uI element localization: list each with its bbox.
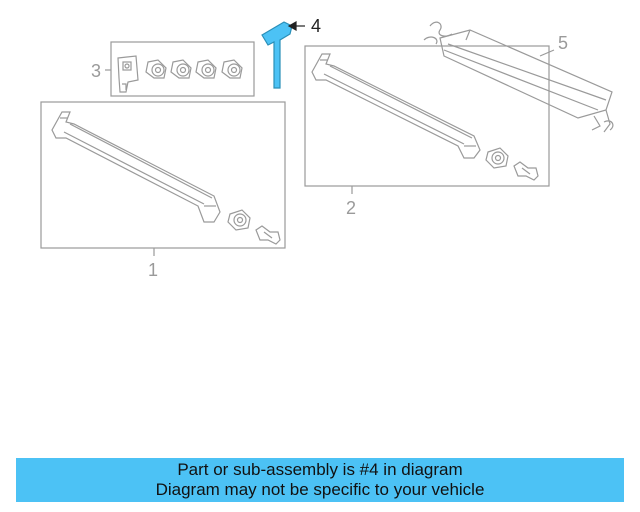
- callout-5: 5: [558, 33, 568, 53]
- part-1-crossbar: [51, 111, 221, 223]
- callout-5-leader: [539, 49, 555, 57]
- part-5-cargo-cover: [423, 21, 614, 133]
- part-1-lock-cylinder: [227, 209, 251, 231]
- part-2-lock-cylinder: [485, 147, 509, 169]
- part-2-crossbar: [311, 53, 481, 159]
- callout-1: 1: [148, 260, 158, 280]
- part-2-box: [304, 45, 550, 187]
- part-1-key: [255, 225, 281, 245]
- callout-2: 2: [346, 198, 356, 218]
- part-3-lock-housing: [117, 55, 139, 93]
- part-3-box: [110, 41, 255, 97]
- part-3-lock-cylinders: [145, 59, 243, 79]
- callout-3: 3: [91, 61, 101, 81]
- callout-4-arrowhead: [287, 20, 297, 32]
- part-2-key: [513, 161, 539, 181]
- callout-4: 4: [311, 16, 321, 36]
- banner-line-1: Part or sub-assembly is #4 in diagram: [177, 460, 463, 479]
- info-banner: Part or sub-assembly is #4 in diagram Di…: [16, 458, 624, 502]
- banner-line-2: Diagram may not be specific to your vehi…: [155, 480, 485, 499]
- part-4-t-wrench: [261, 21, 293, 89]
